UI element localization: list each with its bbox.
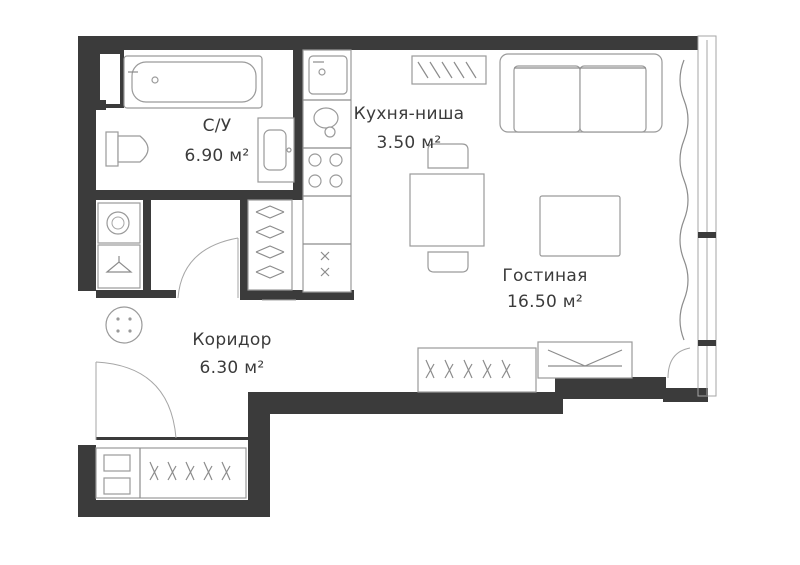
balcony-door-arc — [667, 347, 691, 379]
doors — [95, 237, 691, 440]
kitchen-units — [302, 49, 352, 293]
room-name-bathroom: С/У — [203, 116, 232, 136]
toilet-icon — [105, 131, 149, 167]
washing-machine-icon — [97, 202, 141, 244]
walls — [78, 35, 717, 517]
room-area-kitchen: 3.50 м² — [377, 133, 442, 153]
kitchen-sink-icon — [308, 55, 348, 95]
wardrobe-door-arc — [177, 237, 239, 299]
entrance-door-arc — [95, 361, 177, 439]
kitchen-cabinet-icon — [320, 251, 330, 277]
wardrobe-middle — [247, 199, 296, 301]
corridor-furniture — [95, 306, 247, 499]
coffee-table-icon — [539, 195, 621, 257]
room-name-corridor: Коридор — [192, 330, 271, 350]
curtain-icon — [679, 59, 689, 341]
round-table-icon — [105, 306, 143, 344]
dining-table-icon — [409, 143, 485, 273]
sink-icon — [257, 117, 295, 183]
bathroom-fixtures — [97, 55, 295, 289]
room-area-living: 16.50 м² — [507, 292, 583, 312]
stove-icon — [308, 153, 343, 188]
room-name-living: Гостиная — [502, 266, 587, 286]
room-name-kitchen: Кухня-ниша — [354, 104, 465, 124]
hanger-icon — [97, 244, 141, 289]
shoe-cabinet-icon — [95, 447, 247, 499]
room-area-bathroom: 6.90 м² — [185, 146, 250, 166]
bathtub-icon — [123, 55, 263, 109]
wardrobe-living — [417, 347, 537, 393]
dishes-icon — [313, 107, 339, 138]
tv-stand-icon — [537, 341, 633, 379]
living-furniture — [409, 53, 689, 393]
radiator-icon — [411, 55, 487, 85]
room-area-corridor: 6.30 м² — [200, 358, 265, 378]
sofa-icon — [499, 53, 663, 133]
